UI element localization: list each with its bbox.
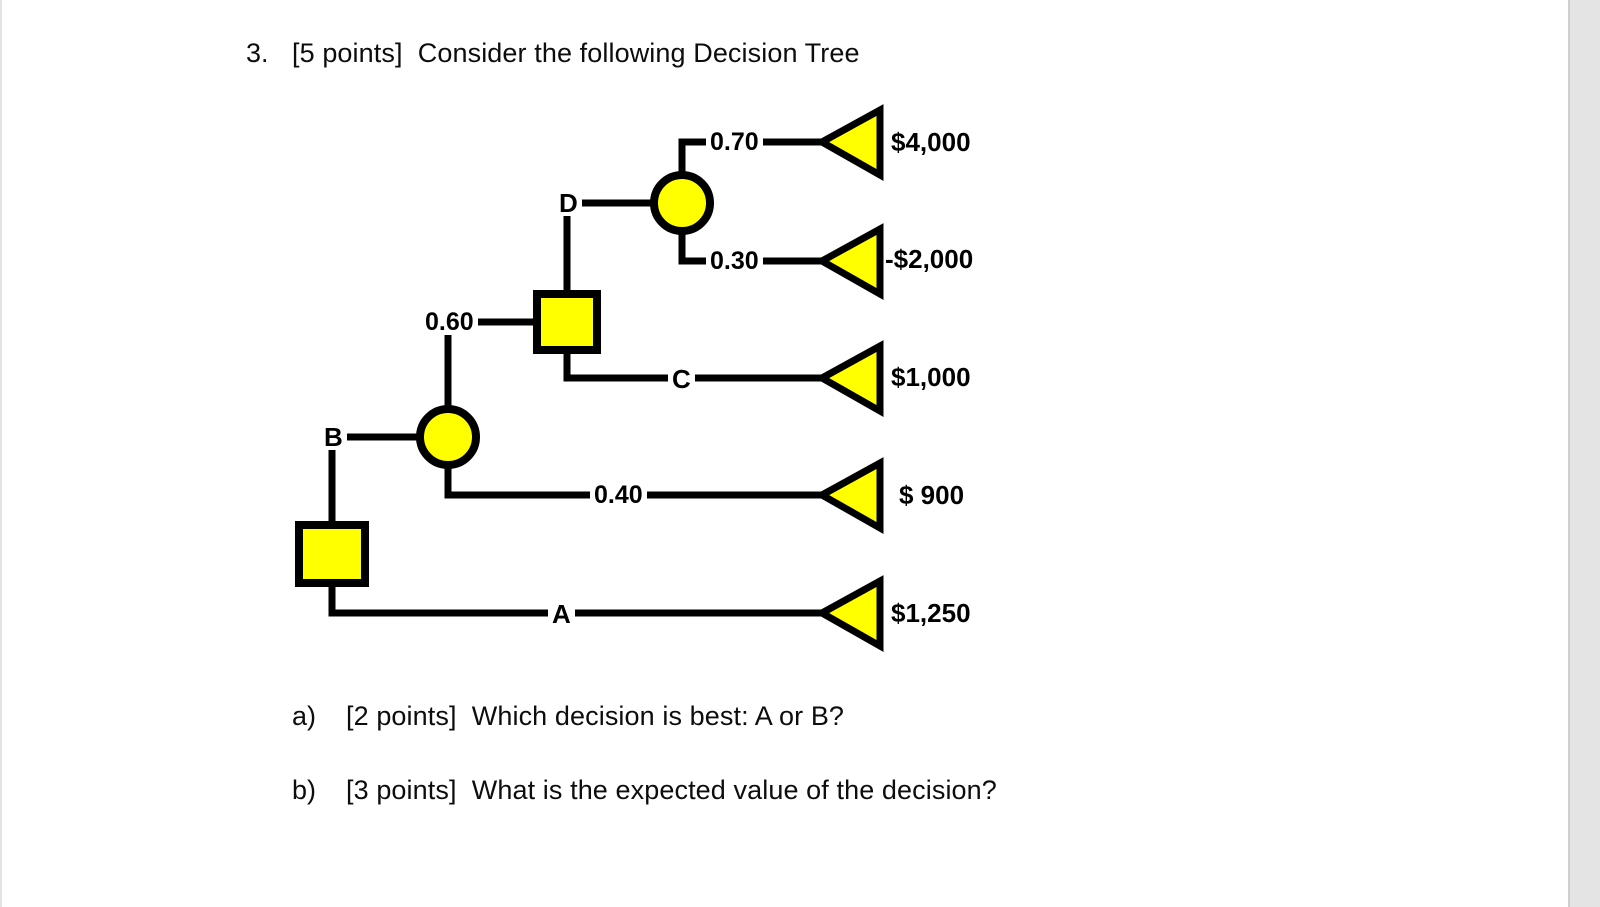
part-b-marker: b) [292,775,317,805]
branch-label-060: 0.60 [421,310,478,335]
branch-label-B: B [320,424,347,450]
decision-node-root [295,521,369,587]
edge-B-to-040 [444,465,822,499]
part-a-text: [2 points] Which decision is best: A or … [346,701,845,731]
edge-CD-to-C [563,350,822,382]
page-edge-right [1570,0,1600,907]
branch-label-D: D [555,190,582,216]
payoff-1000: $1,000 [891,362,971,392]
terminal-node-4000 [814,104,884,182]
edge-root-to-B [328,433,420,525]
branch-label-C: C [668,366,695,392]
payoff-900: $ 900 [899,480,965,510]
payoff-4000: $4,000 [891,127,971,157]
edge-CD-to-D [563,199,654,294]
chance-node-B [416,405,480,469]
terminal-nodes [814,104,884,653]
edge-root-to-A [328,583,822,617]
part-b-text: [3 points] What is the expected value of… [346,775,997,805]
branch-label-040: 0.40 [590,483,647,508]
terminal-node-1000 [814,340,884,418]
terminal-node-900 [814,457,884,535]
edge-D-to-030 [678,231,822,265]
branch-label-A: A [548,601,575,627]
branch-label-070: 0.70 [706,130,763,155]
terminal-node-1250 [814,575,884,653]
branch-label-030: 0.30 [706,249,763,274]
question-number: 3. [246,38,269,68]
edge-D-to-070 [678,138,822,175]
terminal-node-neg2000 [814,223,884,301]
question-prompt: [5 points] Consider the following Decisi… [292,38,860,68]
decision-node-CD [533,290,601,354]
payoff-1250: $1,250 [891,598,971,628]
payoff-neg2000: -$2,000 [885,244,974,274]
part-a-marker: a) [292,701,317,731]
page-edge-divider [1568,0,1570,907]
chance-node-D [650,171,714,235]
